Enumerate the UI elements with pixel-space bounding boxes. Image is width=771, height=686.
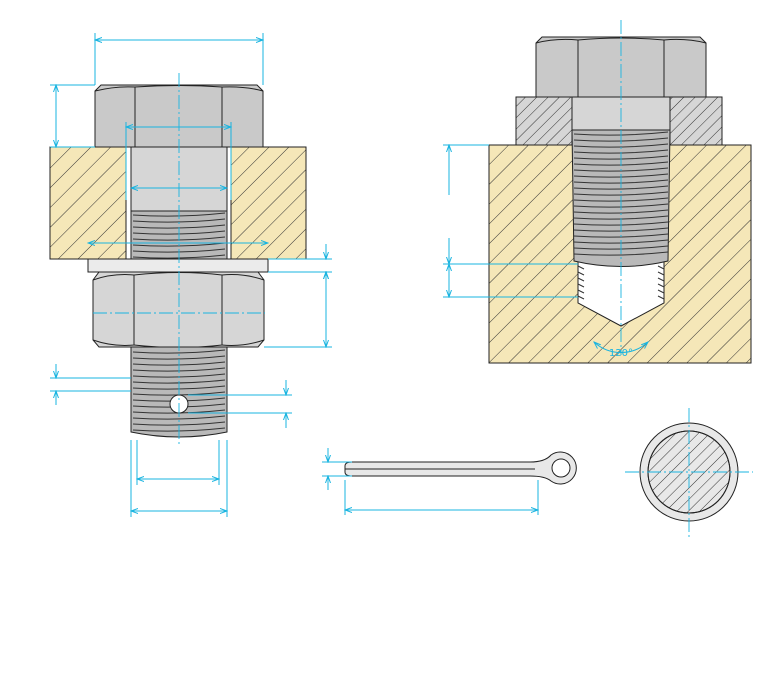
- cotter-pin-view: [322, 448, 577, 515]
- washer: [87, 258, 269, 273]
- bolt-dimensions: [50, 33, 332, 517]
- blind-hole-dimensions: 120°: [443, 145, 648, 359]
- pin-cross-section: [625, 408, 753, 540]
- hex-nut: [92, 271, 265, 348]
- bolt-assembly-view: [49, 33, 332, 517]
- bolt-head: [94, 84, 264, 148]
- angle-label: 120°: [609, 348, 633, 359]
- blind-hole-view: 120°: [443, 20, 752, 364]
